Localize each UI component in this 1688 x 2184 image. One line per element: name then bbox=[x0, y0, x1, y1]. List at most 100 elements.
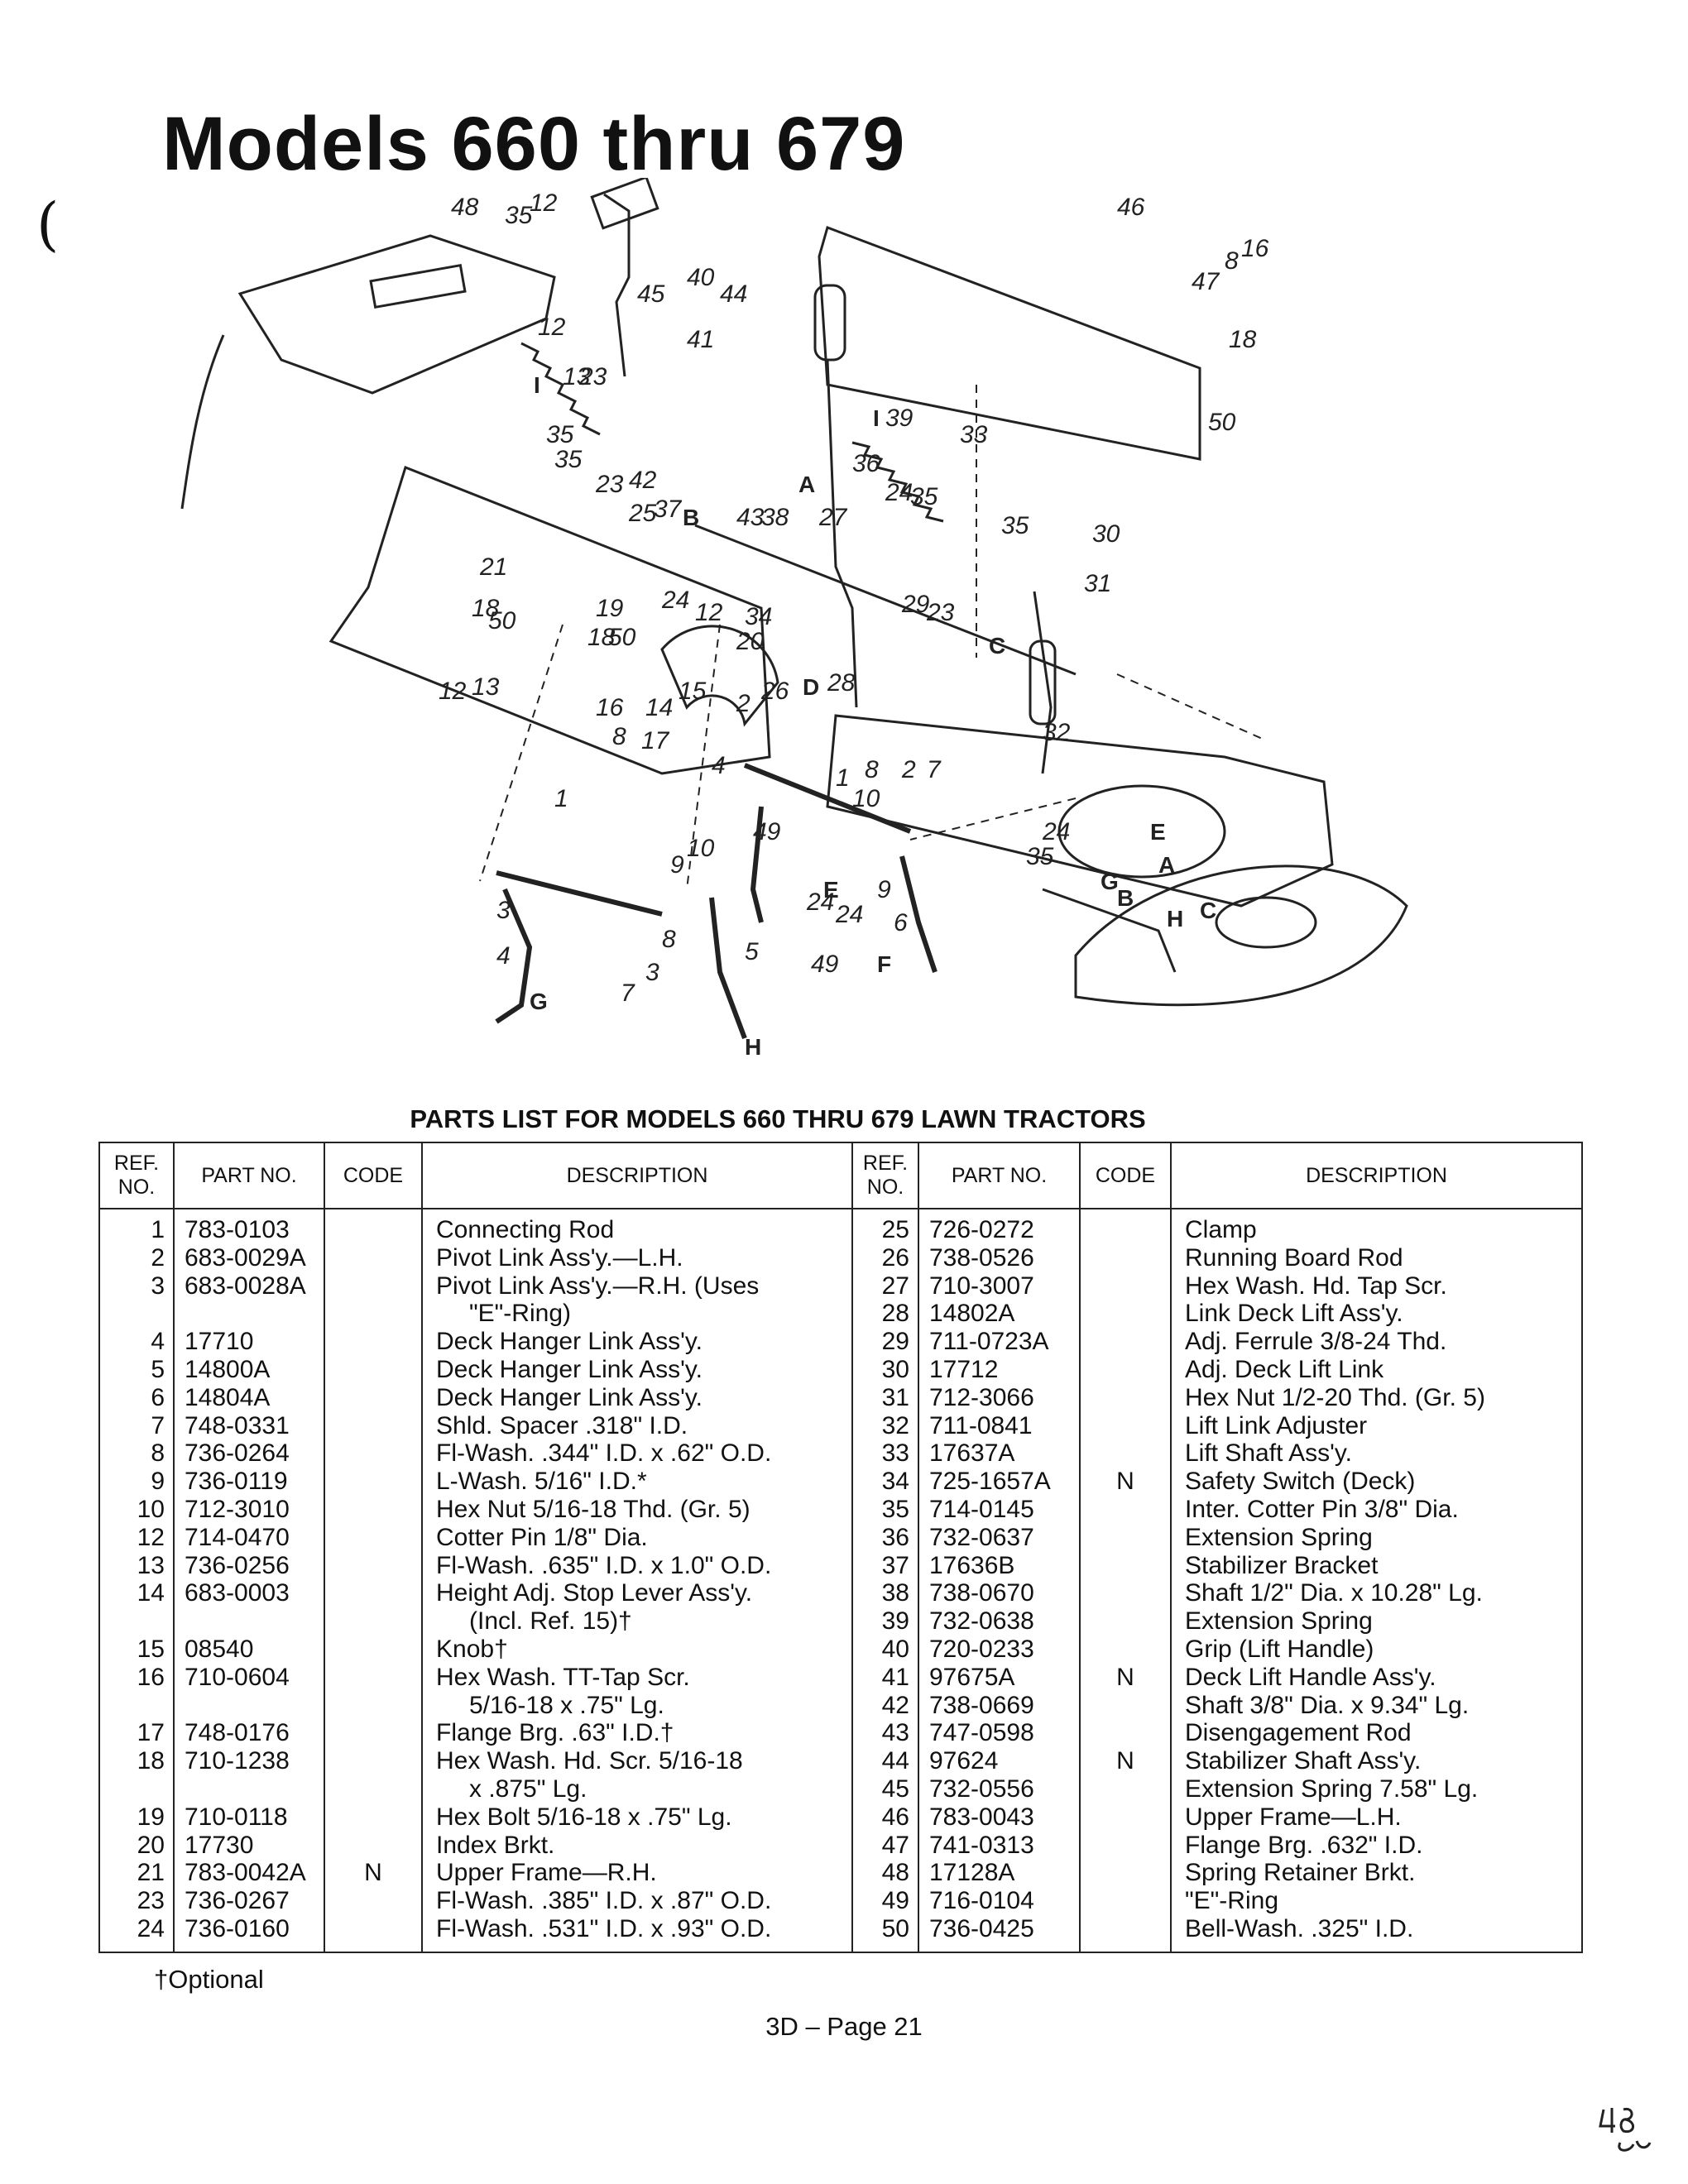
ref-no: 33 bbox=[881, 1439, 909, 1468]
continuation-spacer bbox=[100, 1300, 165, 1328]
ref-no: 47 bbox=[881, 1831, 909, 1859]
description: Knob† bbox=[436, 1635, 508, 1663]
code bbox=[325, 1664, 421, 1692]
ref-no: 40 bbox=[881, 1635, 909, 1663]
code bbox=[325, 1468, 421, 1496]
description: (Incl. Ref. 15)† bbox=[469, 1607, 632, 1636]
description: Extension Spring 7.58" Lg. bbox=[1185, 1774, 1479, 1803]
callout-4a: 4 bbox=[712, 752, 726, 779]
part-no: 736-0119 bbox=[185, 1468, 288, 1496]
steering-column bbox=[603, 193, 631, 377]
continuation-spacer bbox=[325, 1775, 421, 1803]
lift-link bbox=[1033, 591, 1053, 774]
ref-no: 21 bbox=[137, 1859, 165, 1887]
hanger-link-4 bbox=[495, 888, 533, 1024]
callout-41: 41 bbox=[687, 326, 714, 353]
ref-no: 49 bbox=[881, 1887, 909, 1915]
ref-no: 17 bbox=[137, 1719, 165, 1747]
ref-no: 35 bbox=[881, 1495, 909, 1523]
callout-38: 38 bbox=[761, 504, 789, 531]
part-no: 08540 bbox=[185, 1635, 254, 1663]
callout-18c: 18 bbox=[587, 624, 616, 651]
continuation-spacer bbox=[325, 1300, 421, 1328]
part-no: 683-0029A bbox=[185, 1243, 306, 1272]
part-no: 738-0670 bbox=[929, 1579, 1034, 1607]
callout-14: 14 bbox=[645, 694, 673, 721]
continuation-spacer bbox=[185, 1775, 324, 1803]
part-no: 714-0470 bbox=[185, 1523, 290, 1551]
optional-footnote: †Optional bbox=[154, 1965, 264, 1994]
spring-39 bbox=[851, 441, 944, 523]
ref-no: 8 bbox=[151, 1439, 165, 1468]
code bbox=[325, 1915, 421, 1943]
lift-link-adjuster bbox=[1029, 639, 1057, 726]
description: Lift Shaft Ass'y. bbox=[1185, 1439, 1352, 1468]
description: Fl-Wash. .385" I.D. x .87" O.D. bbox=[436, 1887, 772, 1915]
code bbox=[1081, 1692, 1170, 1720]
code bbox=[1081, 1832, 1170, 1860]
continuation-spacer bbox=[185, 1607, 324, 1636]
callout-9a: 9 bbox=[670, 851, 684, 879]
callout-B-1: B bbox=[683, 505, 699, 530]
code: N bbox=[1116, 1747, 1134, 1775]
code bbox=[1081, 1579, 1170, 1607]
code bbox=[1081, 1244, 1170, 1272]
code bbox=[325, 1216, 421, 1244]
description: Hex Nut 1/2-20 Thd. (Gr. 5) bbox=[1185, 1383, 1485, 1411]
callout-1b: 1 bbox=[836, 764, 850, 792]
ref-no: 27 bbox=[881, 1272, 909, 1300]
ref-no: 19 bbox=[137, 1803, 165, 1831]
callout-23b: 23 bbox=[595, 471, 624, 498]
callout-I-1: I bbox=[534, 372, 540, 398]
description: "E"-Ring bbox=[1185, 1887, 1278, 1915]
callout-35c: 35 bbox=[554, 446, 583, 473]
part-no: 725-1657A bbox=[929, 1468, 1051, 1496]
continuation-spacer bbox=[100, 1775, 165, 1803]
ref-no: 45 bbox=[881, 1774, 909, 1803]
part-no: 17712 bbox=[929, 1355, 999, 1383]
callout-17: 17 bbox=[641, 727, 670, 754]
callout-2b: 2 bbox=[901, 756, 916, 783]
ref-no: 4 bbox=[151, 1328, 165, 1356]
hanger-link-6 bbox=[899, 855, 938, 973]
callout-3a: 3 bbox=[496, 897, 511, 924]
ref-no: 32 bbox=[881, 1411, 909, 1439]
callout-12d: 12 bbox=[439, 678, 467, 705]
callout-7b: 7 bbox=[621, 979, 635, 1007]
part-no: 710-1238 bbox=[185, 1747, 290, 1775]
seat-plate bbox=[237, 234, 556, 395]
code bbox=[1081, 1300, 1170, 1328]
ref-no: 12 bbox=[137, 1523, 165, 1551]
callout-47: 47 bbox=[1192, 268, 1220, 295]
callout-24e: 24 bbox=[1042, 818, 1070, 845]
callout-48: 48 bbox=[451, 194, 479, 221]
callout-29: 29 bbox=[901, 591, 930, 618]
lift-shaft bbox=[694, 524, 1077, 676]
code bbox=[325, 1719, 421, 1747]
part-no: 17637A bbox=[929, 1439, 1015, 1468]
ref-no: 2 bbox=[151, 1243, 165, 1272]
ref-no: 18 bbox=[137, 1747, 165, 1775]
description: Fl-Wash. .531" I.D. x .93" O.D. bbox=[436, 1914, 772, 1942]
callout-35f: 35 bbox=[1026, 843, 1054, 870]
description: Fl-Wash. .344" I.D. x .62" O.D. bbox=[436, 1439, 772, 1468]
cutting-deck bbox=[1074, 864, 1408, 1007]
code bbox=[1081, 1859, 1170, 1887]
col-ref-left: REF. NO. bbox=[98, 1142, 175, 1209]
ref-no: 24 bbox=[137, 1914, 165, 1942]
callout-13b: 13 bbox=[472, 673, 500, 701]
callout-G-2: G bbox=[1101, 869, 1119, 894]
part-no: 736-0267 bbox=[185, 1887, 290, 1915]
parts-table: REF. NO. PART NO. CODE DESCRIPTION REF. … bbox=[98, 1142, 1583, 1953]
col-desc-right: DESCRIPTION bbox=[1170, 1142, 1583, 1209]
part-no: 711-0723A bbox=[929, 1328, 1049, 1356]
callout-18b: 18 bbox=[472, 595, 500, 622]
callout-16b: 16 bbox=[596, 694, 624, 721]
callout-24b: 24 bbox=[661, 587, 689, 614]
part-no: 17710 bbox=[185, 1328, 254, 1356]
ref-no: 44 bbox=[881, 1747, 909, 1775]
description: Hex Wash. Hd. Scr. 5/16-18 bbox=[436, 1747, 743, 1775]
part-no: 736-0160 bbox=[185, 1914, 290, 1942]
part-no: 736-0264 bbox=[185, 1439, 290, 1468]
